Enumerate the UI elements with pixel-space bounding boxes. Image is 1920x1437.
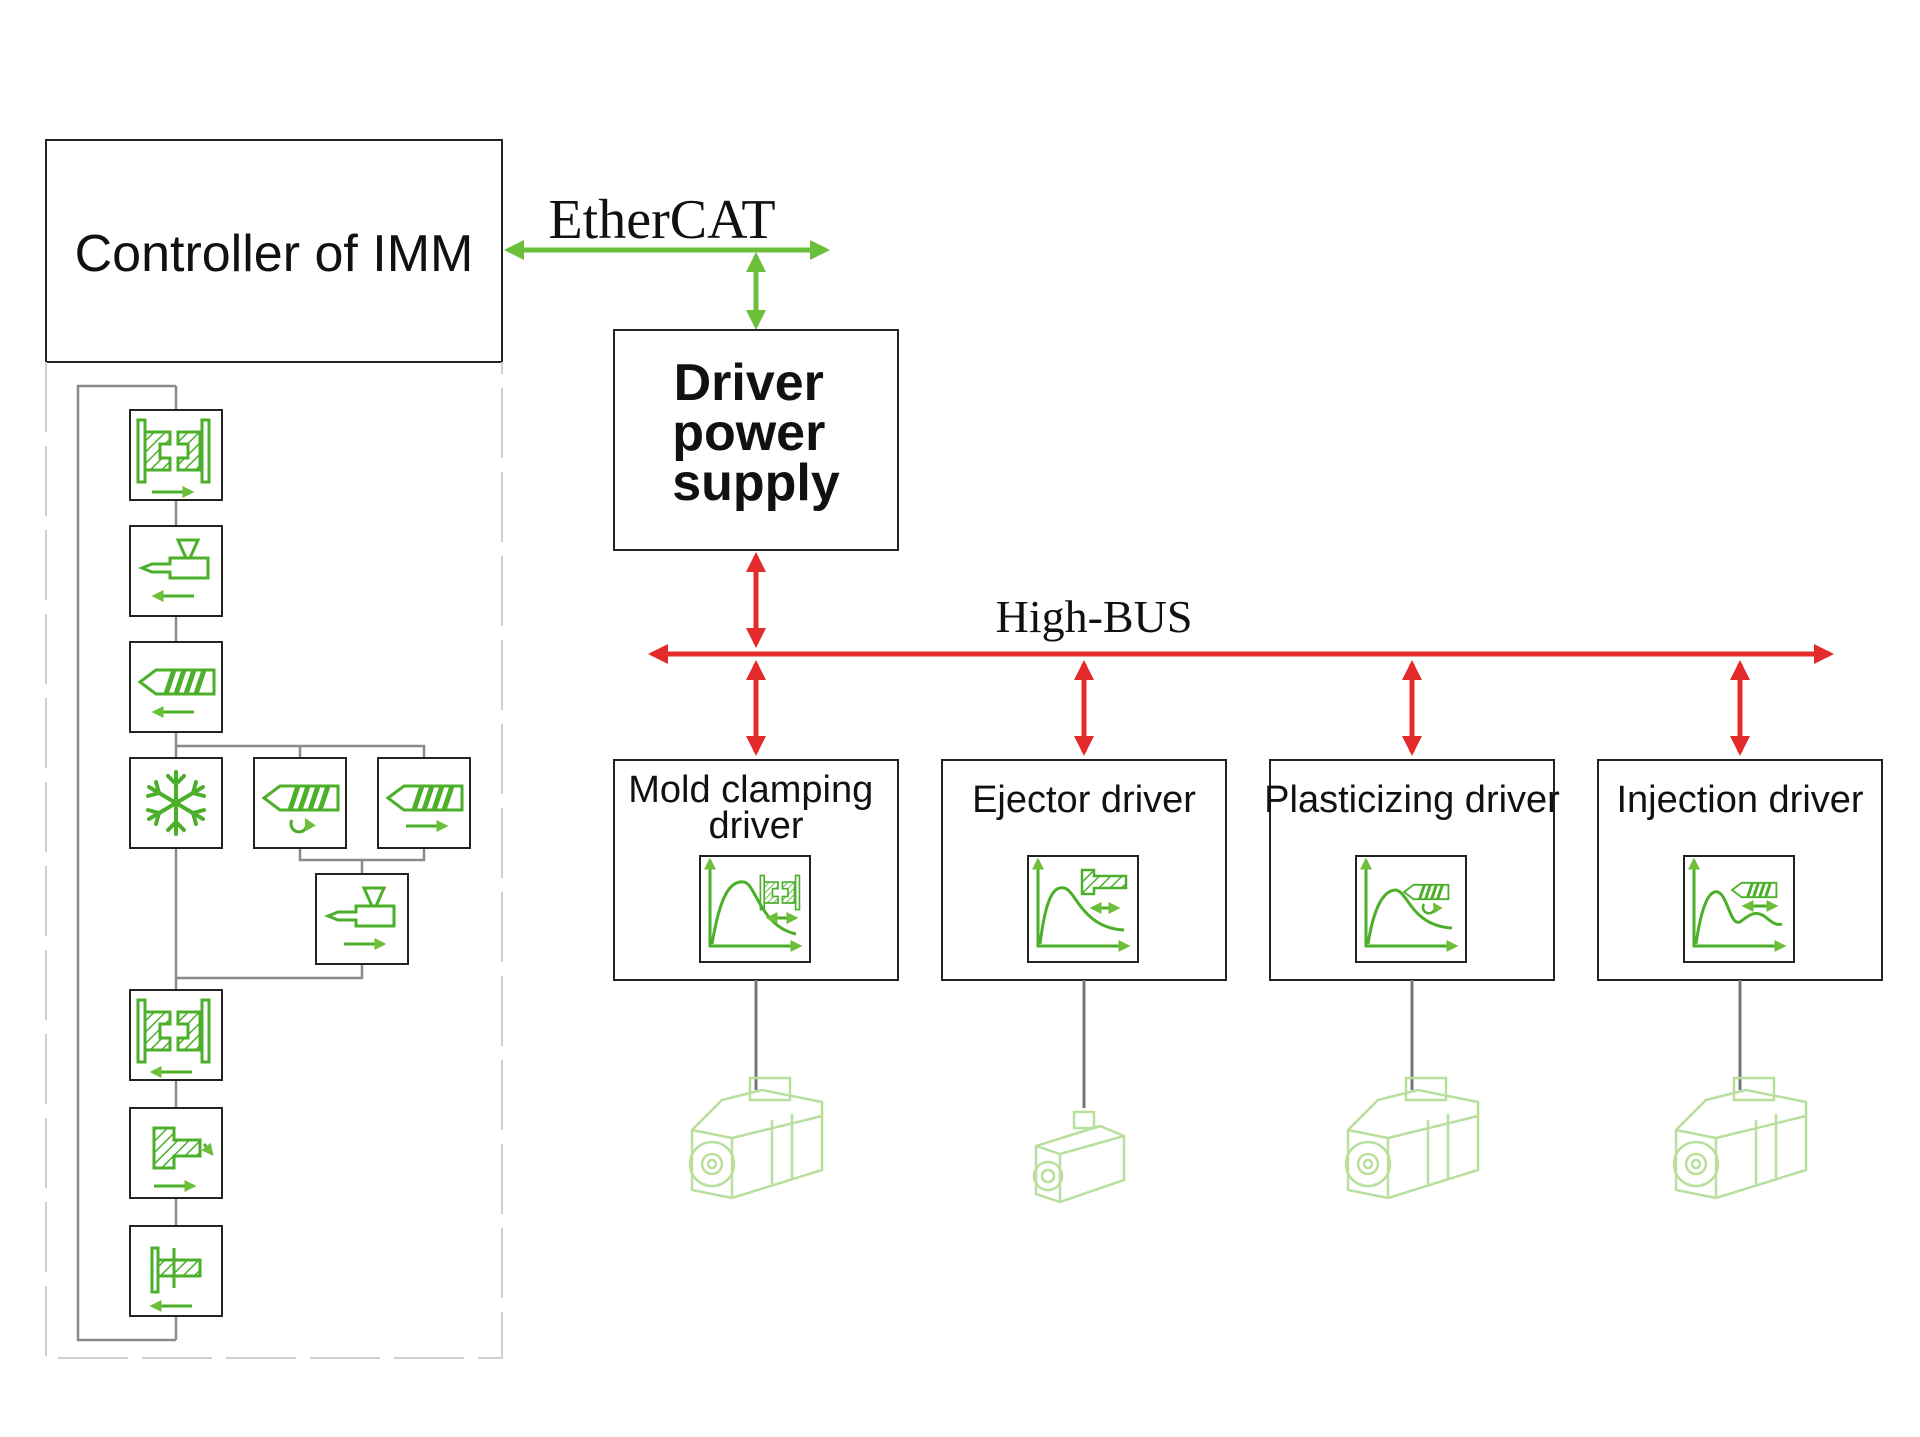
- plasticizing-driver: Plasticizing driver: [1264, 759, 1560, 981]
- ejector-retract-icon: [129, 1225, 223, 1317]
- mold-close-icon: [129, 409, 223, 501]
- servo-motor-mold-clamping: [688, 1076, 824, 1200]
- ejector-curve-icon: [1027, 855, 1139, 963]
- mold-clamping-driver-line-1: Mold clamping: [628, 769, 873, 811]
- ethercat-label: EtherCAT: [548, 189, 775, 251]
- mold-clamping-driver: Mold clamping driver: [613, 759, 899, 981]
- mold-clamping-driver-label: Mold clamping driver: [628, 769, 884, 847]
- mold-clamping-driver-line-2: driver: [708, 805, 803, 847]
- nozzle-forward-icon: [129, 525, 223, 617]
- cooling-icon: [129, 757, 223, 849]
- injection-driver: Injection driver: [1597, 759, 1883, 981]
- ejector-forward-icon: [129, 1107, 223, 1199]
- power-supply-line-1: Driver: [674, 354, 824, 412]
- servo-motor-injection: [1672, 1076, 1808, 1200]
- highbus-label: High-BUS: [996, 591, 1193, 642]
- process-flow-lines: [76, 384, 426, 1342]
- servo-motor-ejector: [1032, 1110, 1126, 1204]
- injection-driver-label: Injection driver: [1616, 779, 1863, 821]
- process-panel-border: [45, 362, 503, 1359]
- ejector-driver: Ejector driver: [941, 759, 1227, 981]
- power-supply-line-2: power: [672, 404, 825, 462]
- power-supply-label: Driver power supply: [672, 354, 840, 512]
- controller-label: Controller of IMM: [75, 225, 474, 283]
- nozzle-retract-icon: [315, 873, 409, 965]
- power-supply-line-3: supply: [672, 454, 840, 512]
- injection-curve-icon: [1683, 855, 1795, 963]
- injection-icon: [129, 641, 223, 733]
- power-supply-box: [613, 329, 899, 551]
- ejector-driver-label: Ejector driver: [972, 779, 1196, 821]
- servo-motor-plasticizing: [1344, 1076, 1480, 1200]
- plasticizing-curve-icon: [1355, 855, 1467, 963]
- mold-clamping-curve-icon: [699, 855, 811, 963]
- mold-open-icon: [129, 989, 223, 1081]
- plasticizing-driver-label: Plasticizing driver: [1264, 779, 1560, 821]
- controller-box: [45, 139, 503, 363]
- motor-cables: [754, 980, 1742, 1108]
- screw-retract-icon: [377, 757, 471, 849]
- plasticizing-icon: [253, 757, 347, 849]
